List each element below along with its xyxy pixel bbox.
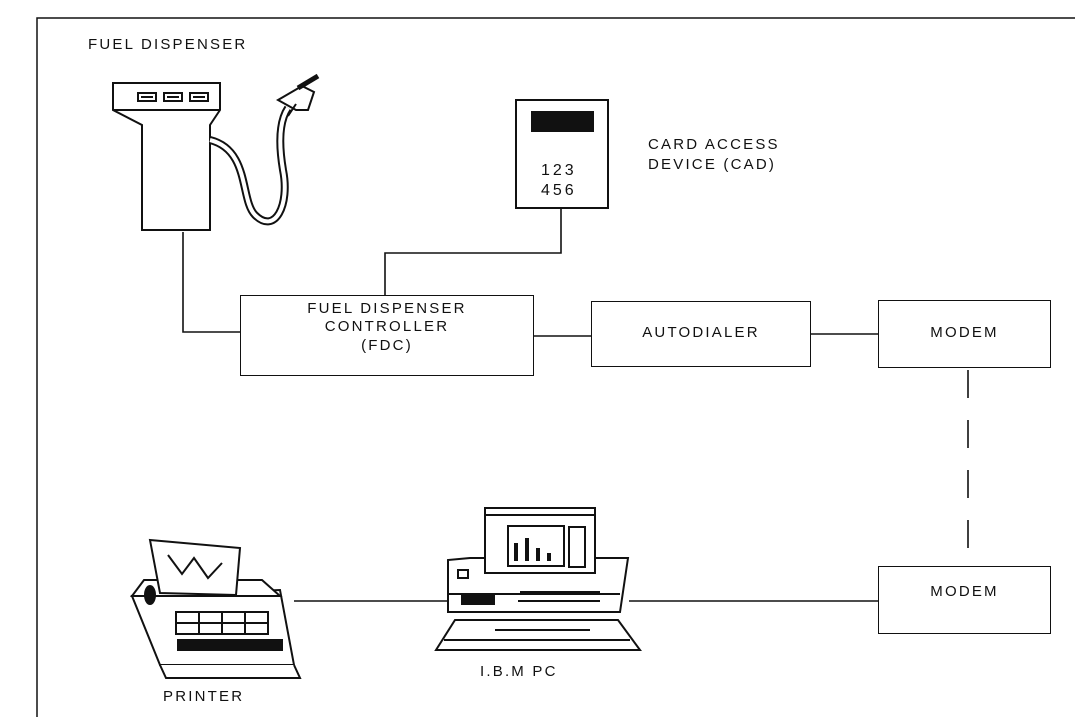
ibm-pc-label: I.B.M PC — [480, 663, 558, 682]
modem-top-box: MODEM — [878, 300, 1051, 368]
cad-label-line2: DEVICE (CAD) — [648, 156, 776, 175]
fdc-label-line1: FUEL DISPENSER — [241, 300, 533, 317]
fuel-dispenser-label: FUEL DISPENSER — [88, 36, 247, 55]
cad-label-line1: CARD ACCESS — [648, 136, 780, 155]
autodialer-box: AUTODIALER — [591, 301, 811, 367]
printer-label: PRINTER — [163, 688, 244, 707]
printer-icon — [132, 540, 300, 678]
fdc-label-line2: CONTROLLER — [241, 318, 533, 335]
modem-bottom-label: MODEM — [879, 583, 1050, 600]
fdc-label-line3: (FDC) — [241, 337, 533, 354]
cad-keys-line1: 123 — [541, 161, 577, 181]
line-dispenser-fdc — [183, 232, 240, 332]
cad-keys-line2: 456 — [541, 181, 577, 201]
line-fdc-cad — [385, 209, 561, 295]
fdc-box: FUEL DISPENSER CONTROLLER (FDC) — [240, 295, 534, 376]
fuel-dispenser-icon — [113, 76, 318, 230]
modem-bottom-box: MODEM — [878, 566, 1051, 634]
autodialer-label: AUTODIALER — [592, 324, 810, 341]
modem-top-label: MODEM — [879, 324, 1050, 341]
ibm-pc-icon — [436, 508, 640, 650]
